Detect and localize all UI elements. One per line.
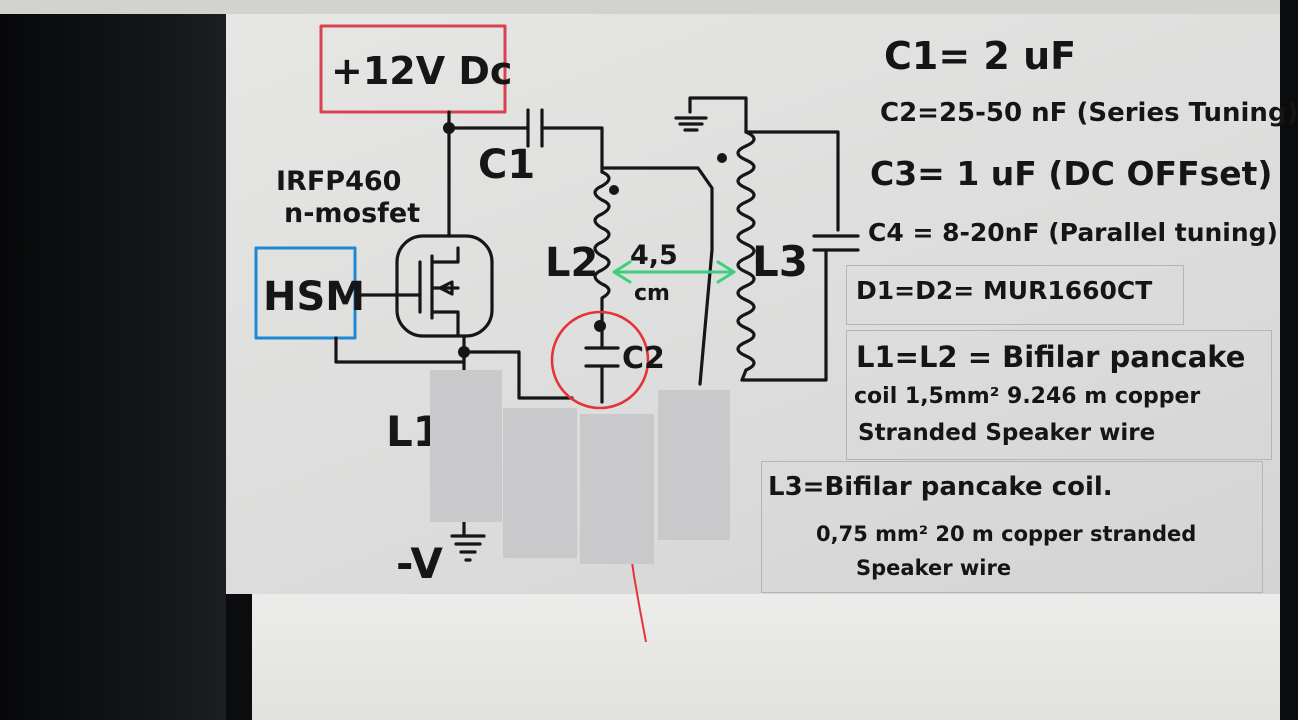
l3-bottom-wire	[740, 248, 828, 382]
spec-c3: C3= 1 uF (DC OFFset)	[870, 154, 1273, 193]
top-bar	[0, 0, 1280, 14]
canvas-lower-area	[252, 594, 1280, 720]
l3-spec-box	[761, 461, 1263, 593]
l2-coil	[593, 170, 611, 314]
spec-c4: C4 = 8-20nF (Parallel tuning)	[868, 218, 1278, 247]
spacing-arrow	[612, 260, 736, 284]
driver-label: HSM	[263, 274, 365, 320]
driver-return-wire	[334, 336, 466, 364]
l2-label: L2	[545, 240, 598, 286]
mosfet-body	[395, 234, 494, 338]
spec-l1l2-line3: Stranded Speaker wire	[858, 420, 1156, 446]
spacing-unit: cm	[634, 281, 670, 306]
driver-box	[254, 246, 357, 340]
mosfet-label-line1: IRFP460	[276, 166, 401, 197]
ground-label: -V	[396, 539, 443, 588]
l3-ground-wire	[688, 96, 748, 134]
source-to-l1	[462, 350, 574, 400]
capacitor-c1-plates	[526, 108, 544, 148]
spacing-value: 4,5	[630, 240, 678, 271]
ground-top-symbol	[674, 116, 708, 132]
mosfet-label-line2: n-mosfet	[284, 198, 420, 229]
spec-l3-line1: L3=Bifilar pancake coil.	[768, 472, 1113, 502]
junction-dot	[594, 320, 606, 332]
c2-label: C2	[622, 341, 665, 376]
spec-c1: C1= 2 uF	[884, 34, 1077, 78]
l3-label: L3	[752, 237, 808, 286]
c4-plates	[812, 234, 860, 252]
cover-block	[503, 408, 577, 558]
supply-label: +12V Dc	[331, 49, 512, 93]
cover-block	[430, 370, 502, 522]
polarity-dot	[609, 185, 619, 195]
diode-spec-box	[846, 265, 1184, 325]
supply-box	[319, 24, 507, 114]
cover-block	[580, 414, 654, 564]
l2-outer-wire	[600, 166, 714, 386]
c1-right-wire	[540, 126, 604, 174]
polarity-dot	[717, 153, 727, 163]
junction-dot	[443, 122, 455, 134]
cover-block	[658, 390, 730, 540]
spec-l1l2-line2: coil 1,5mm² 9.246 m copper	[854, 384, 1201, 409]
ground-symbol	[450, 534, 486, 562]
c1-label: C1	[478, 142, 535, 188]
spec-l3-line3: Speaker wire	[856, 556, 1012, 580]
spec-c2: C2=25-50 nF (Series Tuning)	[880, 98, 1298, 128]
highlight-circle	[550, 310, 650, 410]
l1l2-spec-box	[846, 330, 1272, 460]
spec-l1l2-line1: L1=L2 = Bifilar pancake	[856, 340, 1246, 374]
mosfet-gate	[418, 246, 460, 338]
l3-coil	[736, 130, 756, 382]
junction-dot	[458, 346, 470, 358]
l3-top-wire	[744, 130, 840, 232]
spec-l3-line2: 0,75 mm² 20 m copper stranded	[816, 522, 1197, 546]
spec-diodes: D1=D2= MUR1660CT	[856, 276, 1153, 305]
monitor-bezel	[0, 14, 226, 720]
